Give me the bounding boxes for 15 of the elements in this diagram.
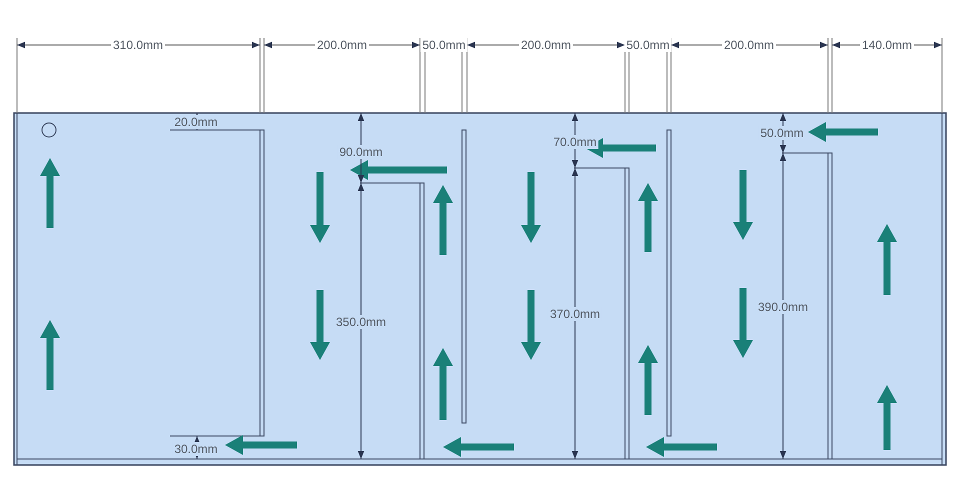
dimension-label: 70.0mm	[551, 135, 599, 149]
dimension-label: 310.0mm	[110, 38, 166, 52]
dimension-label: 200.0mm	[314, 38, 370, 52]
dimension-label: 370.0mm	[548, 307, 602, 321]
dimension-label: 50.0mm	[420, 38, 468, 52]
dimension-label: 50.0mm	[758, 126, 806, 140]
dimension-label: 390.0mm	[756, 300, 810, 314]
dimension-label: 200.0mm	[722, 38, 776, 52]
dimension-label: 30.0mm	[172, 442, 220, 456]
dimension-label: 140.0mm	[860, 38, 914, 52]
dimension-label: 20.0mm	[172, 115, 220, 129]
dimension-label: 50.0mm	[624, 38, 672, 52]
dimension-label: 200.0mm	[518, 38, 574, 52]
dimension-label: 90.0mm	[337, 145, 385, 159]
dimension-label: 350.0mm	[334, 315, 388, 329]
